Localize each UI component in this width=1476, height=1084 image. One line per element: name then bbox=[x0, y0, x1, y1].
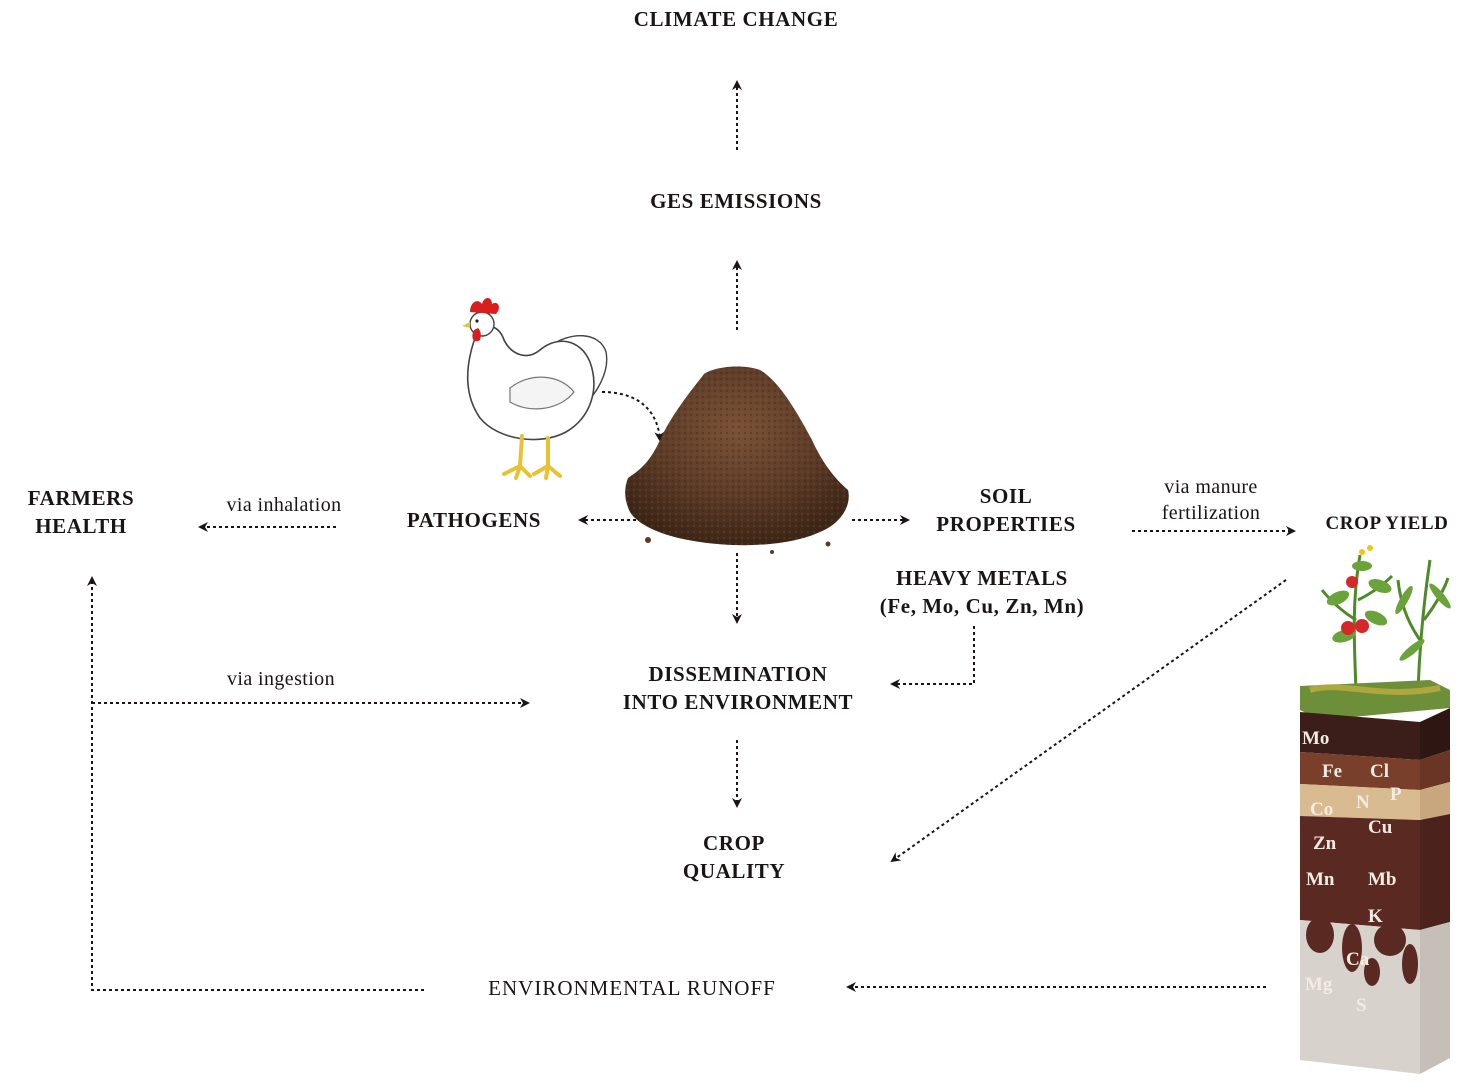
crop-yield-label: CROP YIELD bbox=[1325, 513, 1449, 534]
soil-element: Fe bbox=[1322, 761, 1342, 782]
via-manure-label: via manure fertilization bbox=[1126, 474, 1296, 526]
soil-element: P bbox=[1390, 784, 1402, 805]
soil-element: Cl bbox=[1370, 761, 1389, 782]
dissemination-line: INTO ENVIRONMENT bbox=[622, 690, 854, 714]
ges-emissions-label: GES EMISSIONS bbox=[650, 189, 822, 213]
manure-pile-illustration bbox=[625, 366, 849, 554]
heavy-metals-label: HEAVY METALS (Fe, Mo, Cu, Zn, Mn) bbox=[846, 564, 1118, 620]
climate-change-label: CLIMATE CHANGE bbox=[633, 7, 839, 31]
soil-element: Mn bbox=[1306, 869, 1335, 890]
arrow-chicken-to-manure bbox=[601, 391, 665, 442]
soil-element: Cu bbox=[1368, 817, 1393, 838]
soil-element: Mb bbox=[1368, 869, 1397, 890]
pathogens-label: PATHOGENS bbox=[406, 508, 542, 532]
soil-element: K bbox=[1368, 906, 1383, 927]
via-manure-line: fertilization bbox=[1161, 502, 1261, 524]
heavy-metals-line: HEAVY METALS bbox=[896, 566, 1068, 590]
arrow-yield-to-quality bbox=[890, 579, 1287, 863]
crop-soil-illustration bbox=[1300, 545, 1451, 1074]
soil-element: Co bbox=[1310, 799, 1333, 820]
farmers-health-label: FARMERS HEALTH bbox=[6, 484, 156, 540]
via-inhalation-label: via inhalation bbox=[226, 494, 342, 516]
soil-element-labels: Mo Fe Cl P N Co Cu Zn Mn Mb K Ca Mg S bbox=[1302, 728, 1402, 1016]
farmers-health-line: HEALTH bbox=[35, 514, 127, 538]
soil-element: Mo bbox=[1302, 728, 1329, 749]
soil-element: Zn bbox=[1313, 833, 1337, 854]
arrow-metals-to-dissemination bbox=[890, 626, 975, 689]
crop-quality-line: CROP bbox=[703, 831, 765, 855]
soil-element: Ca bbox=[1346, 949, 1370, 970]
soil-properties-line: PROPERTIES bbox=[936, 512, 1076, 536]
dissemination-line: DISSEMINATION bbox=[648, 662, 828, 686]
arrow-runoff-to-farmers bbox=[87, 576, 424, 991]
soil-element: Mg bbox=[1305, 974, 1333, 995]
farmers-health-line: FARMERS bbox=[27, 486, 135, 510]
soil-element: N bbox=[1356, 792, 1370, 813]
crop-quality-label: CROP QUALITY bbox=[646, 829, 822, 885]
chicken-illustration bbox=[462, 298, 608, 480]
soil-element: S bbox=[1356, 995, 1367, 1016]
environmental-runoff-label: ENVIRONMENTAL RUNOFF bbox=[488, 976, 776, 1000]
soil-properties-line: SOIL bbox=[979, 484, 1033, 508]
via-manure-line: via manure bbox=[1164, 476, 1258, 498]
soil-properties-label: SOIL PROPERTIES bbox=[906, 482, 1106, 538]
heavy-metals-line: (Fe, Mo, Cu, Zn, Mn) bbox=[879, 594, 1085, 618]
dissemination-label: DISSEMINATION INTO ENVIRONMENT bbox=[576, 660, 900, 716]
via-ingestion-label: via ingestion bbox=[227, 668, 335, 690]
crop-quality-line: QUALITY bbox=[682, 859, 786, 883]
